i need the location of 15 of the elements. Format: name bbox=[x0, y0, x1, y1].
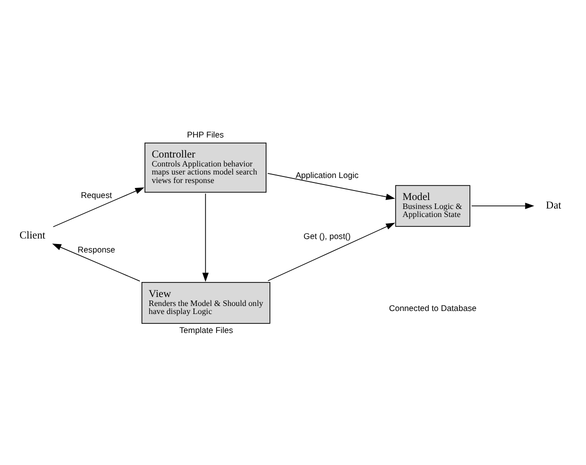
arrow bbox=[52, 243, 140, 282]
arrow bbox=[268, 222, 396, 281]
edge-label: Request bbox=[80, 190, 112, 200]
edge-label: Application Logic bbox=[296, 169, 359, 180]
label: Connected to Database bbox=[389, 302, 477, 313]
edge-label: Response bbox=[78, 244, 116, 254]
node-text: Dat bbox=[546, 200, 562, 212]
arrow bbox=[52, 186, 144, 227]
node-label: PHP Files bbox=[186, 129, 224, 140]
arrow bbox=[202, 192, 209, 282]
arrow bbox=[471, 202, 534, 209]
node-text: Client bbox=[19, 230, 46, 241]
arrow bbox=[267, 172, 396, 200]
edge-label: Get (), post() bbox=[303, 230, 351, 241]
node-label: Template Files bbox=[179, 324, 234, 335]
